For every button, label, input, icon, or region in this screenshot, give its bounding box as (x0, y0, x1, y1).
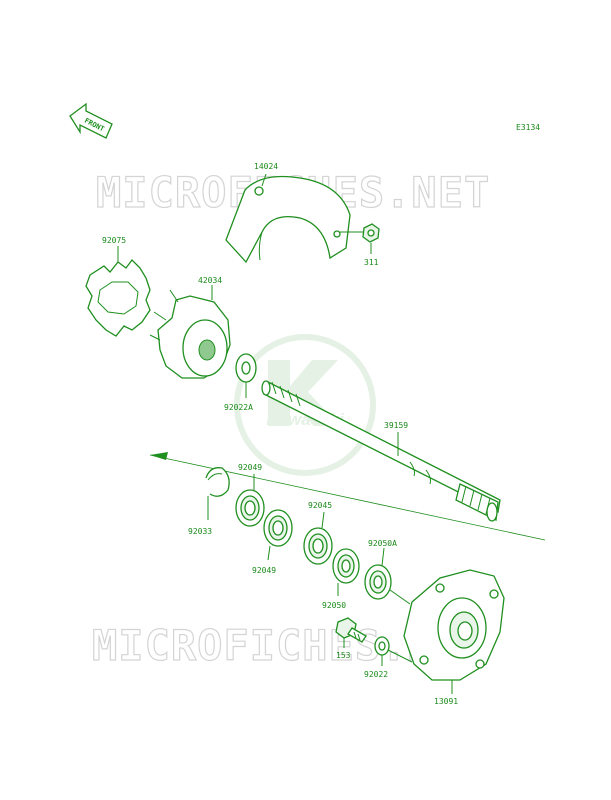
label-92033: 92033 (188, 527, 212, 536)
label-92022: 92022 (364, 670, 388, 679)
label-92050: 92050 (322, 601, 346, 610)
label-311: 311 (364, 258, 379, 267)
part-92050A-seal (364, 547, 411, 605)
diagram-id: E3134 (516, 123, 540, 132)
axis-arrow-left (150, 452, 168, 460)
part-311-nut (362, 223, 380, 254)
label-153: 153 (336, 651, 351, 660)
part-92049-bearing-b (263, 509, 293, 561)
part-153-bolt (335, 617, 367, 648)
label-92049-b: 92049 (252, 566, 276, 575)
label-42034: 42034 (198, 276, 222, 285)
part-42034-impeller (149, 285, 231, 379)
part-92049-bearing-a (235, 474, 265, 527)
part-92022-washer (374, 636, 413, 666)
label-92050A: 92050A (368, 539, 397, 548)
label-39159: 39159 (384, 421, 408, 430)
part-39159-shaft (261, 380, 501, 522)
label-92049-a: 92049 (238, 463, 262, 472)
part-92033-circlip (205, 467, 230, 520)
part-92045-bearing (303, 511, 333, 565)
part-14024-cover (225, 173, 366, 264)
front-arrow-icon: FRONT (69, 102, 113, 139)
part-92050-seal (332, 548, 360, 596)
part-92022A-washer (235, 353, 257, 398)
part-92075-damper (85, 246, 151, 337)
label-92045: 92045 (308, 501, 332, 510)
label-14024: 14024 (254, 162, 278, 171)
part-13091-housing (403, 569, 505, 694)
label-92075: 92075 (102, 236, 126, 245)
label-92022A: 92022A (224, 403, 253, 412)
label-13091: 13091 (434, 697, 458, 706)
